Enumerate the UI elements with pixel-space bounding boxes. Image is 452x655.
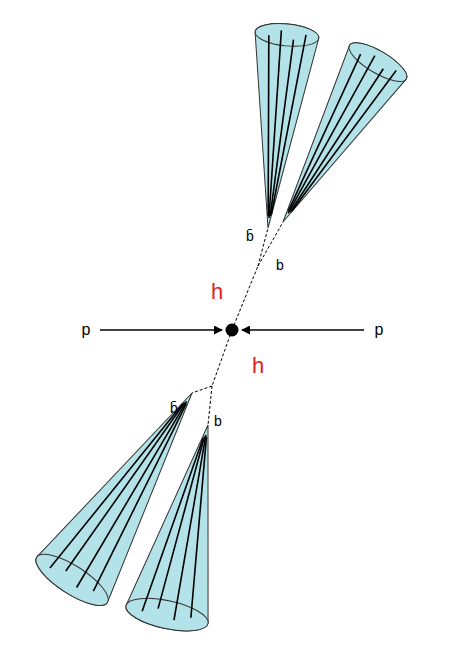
quark-label: b̄ (170, 401, 178, 415)
jet-cone (123, 416, 249, 637)
jet-cone (255, 36, 412, 239)
jet-cone (236, 21, 320, 231)
higgs-label: h (252, 355, 264, 377)
proton-arrow (100, 329, 222, 331)
decay-lines (192, 222, 283, 425)
quark-label: b̄ (246, 229, 254, 243)
proton-label: p (82, 322, 91, 338)
quark-label: b (214, 414, 222, 428)
quark-label: b (276, 258, 284, 272)
proton-arrow (242, 329, 364, 331)
higgs-label: h (211, 281, 223, 303)
interaction-point (226, 324, 239, 337)
proton-label: p (375, 322, 384, 338)
